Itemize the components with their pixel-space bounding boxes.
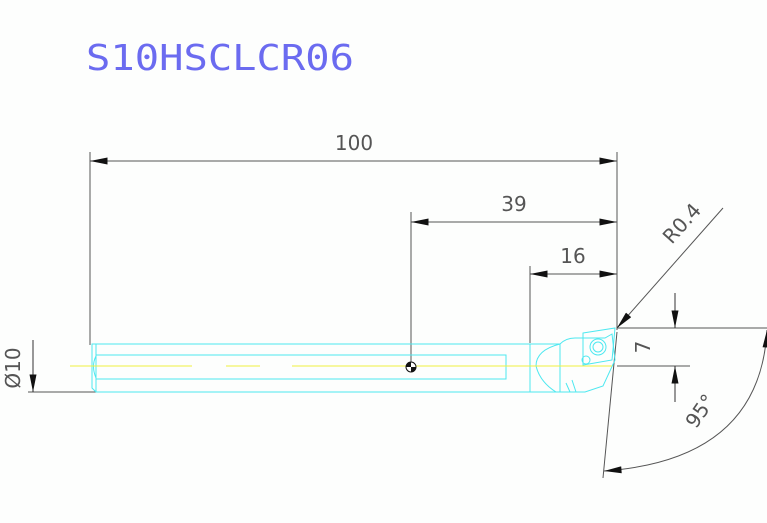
dimension-diameter: Ø10 (1, 340, 37, 392)
dimension-overall-length-label: 100 (335, 131, 373, 155)
dimension-head-length-label: 16 (560, 244, 585, 268)
gauge-point-icon (405, 361, 417, 373)
dimension-approach-angle-label: 95° (680, 390, 720, 433)
dimension-corner-radius: R0.4 (616, 198, 724, 329)
extension-lines (28, 152, 767, 393)
part-number-title: S10HSCLCR06 (86, 38, 354, 79)
boring-bar-body (91, 327, 616, 393)
dimension-corner-radius-label: R0.4 (658, 198, 706, 248)
dimension-offset-label: 7 (631, 341, 655, 354)
dimension-diameter-label: Ø10 (1, 347, 25, 388)
dimension-reference-length-label: 39 (501, 192, 526, 216)
dimension-head-length: 16 (530, 244, 617, 278)
dimension-reference-length: 39 (411, 192, 617, 226)
dimension-approach-angle: 95° (602, 329, 767, 479)
dimension-overall-length: 100 (90, 131, 617, 165)
dimension-offset: 7 (631, 293, 679, 402)
